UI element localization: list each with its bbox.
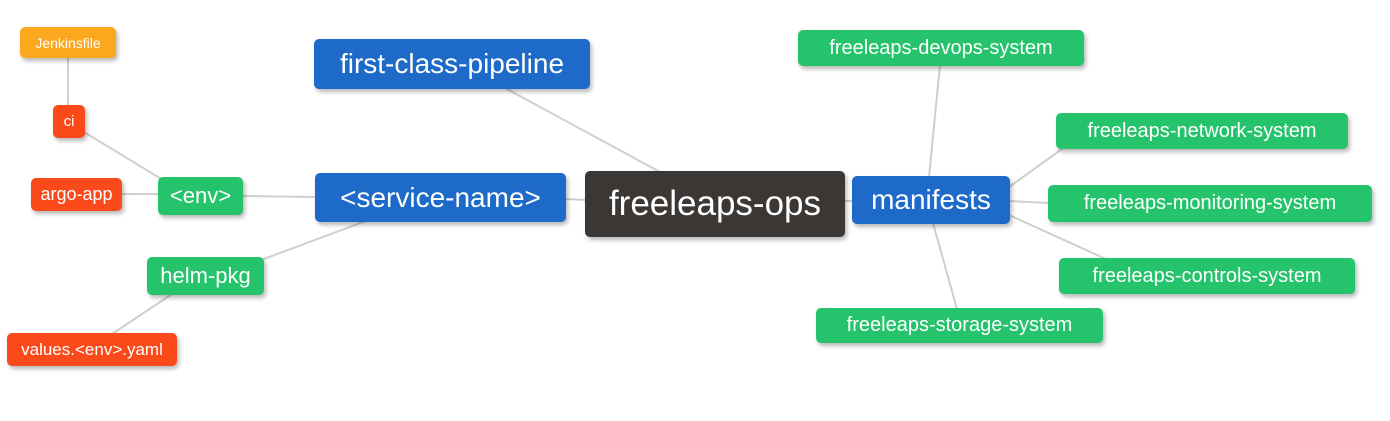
edge-manifests-network bbox=[1008, 148, 1063, 188]
edge-ci-env bbox=[83, 131, 164, 181]
node-ci[interactable]: ci bbox=[53, 105, 85, 138]
node-freeleaps-ops-root[interactable]: freeleaps-ops bbox=[585, 171, 845, 237]
node-freeleaps-devops-system[interactable]: freeleaps-devops-system bbox=[798, 30, 1084, 66]
node-freeleaps-storage-system[interactable]: freeleaps-storage-system bbox=[816, 308, 1103, 343]
node-freeleaps-monitoring-system[interactable]: freeleaps-monitoring-system bbox=[1048, 185, 1372, 222]
node-service-name[interactable]: <service-name> bbox=[315, 173, 566, 222]
edge-manifests-storage bbox=[932, 222, 958, 310]
node-helm-pkg[interactable]: helm-pkg bbox=[147, 257, 264, 295]
edge-service-name-helm-pkg bbox=[260, 220, 367, 261]
edge-pipeline-freeleaps-ops bbox=[504, 87, 661, 173]
edge-service-name-ops bbox=[564, 198, 587, 201]
node-manifests[interactable]: manifests bbox=[852, 176, 1010, 224]
node-freeleaps-controls-system[interactable]: freeleaps-controls-system bbox=[1059, 258, 1355, 294]
edge-manifests-controls bbox=[1008, 214, 1109, 261]
node-jenkinsfile[interactable]: Jenkinsfile bbox=[20, 27, 116, 58]
edge-manifests-monitoring bbox=[1008, 200, 1050, 204]
edge-manifests-devops bbox=[928, 64, 941, 178]
node-values-env-yaml[interactable]: values.<env>.yaml bbox=[7, 333, 177, 366]
edge-env-service-name bbox=[241, 195, 317, 198]
node-freeleaps-network-system[interactable]: freeleaps-network-system bbox=[1056, 113, 1348, 149]
node-env[interactable]: <env> bbox=[158, 177, 243, 215]
edge-helm-pkg-values bbox=[111, 293, 173, 335]
node-first-class-pipeline[interactable]: first-class-pipeline bbox=[314, 39, 590, 89]
node-argo-app[interactable]: argo-app bbox=[31, 178, 122, 211]
